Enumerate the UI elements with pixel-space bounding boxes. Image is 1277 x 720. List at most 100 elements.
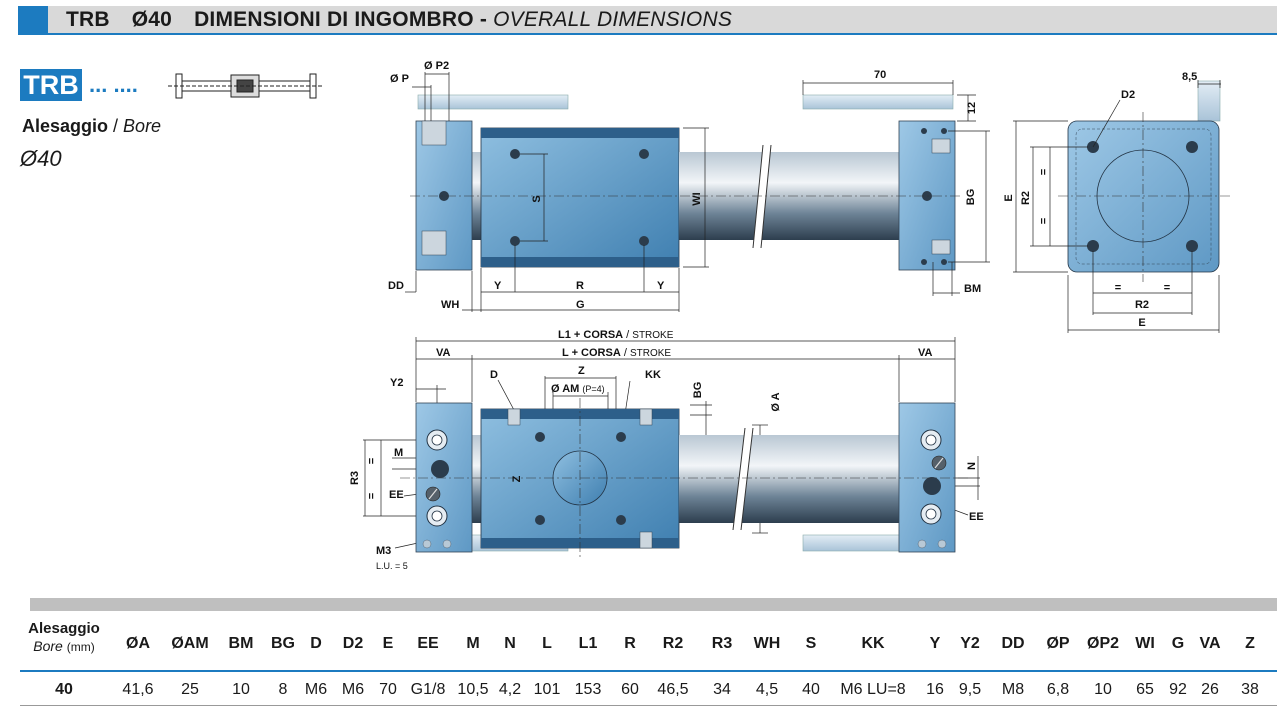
bore-label: Alesaggio / Bore [22,116,161,137]
table-header-cell: ØAM [171,635,209,652]
label-op2: Ø P2 [424,60,449,72]
table-cell: 6,8 [1046,681,1070,698]
label-e-vertical: E [1003,194,1015,201]
table-header-cell: ØA [126,635,150,652]
label-r2-vertical: R2 [1020,191,1032,205]
label-z-top: Z [578,365,585,377]
table-header-cell: WH [753,635,781,652]
label-eq-lower: = [1038,218,1050,224]
label-wi: WI [691,192,703,205]
table-header-cell: ØP2 [1086,635,1120,652]
table-header-cell: EE [417,635,439,652]
title-code: TRB [66,8,110,31]
label-lu: L.U. = 5 [376,561,408,571]
table-header-cell: M [466,635,480,652]
label-wh: WH [441,299,459,311]
table-header-bore-unit: (mm) [66,640,95,654]
title-bore: Ø40 [131,8,173,31]
label-r: R [576,280,584,292]
title-accent-square [18,6,48,33]
label-bg: BG [965,189,977,206]
bore-label-italian: Alesaggio [22,116,109,136]
table-header-cell: BG [271,635,295,652]
table-header-cell: L1 [578,635,598,652]
label-op: Ø P [390,73,409,85]
table-header-cell: L [542,635,552,652]
label-y-left: Y [494,280,502,292]
table-cell: 10 [1094,681,1112,698]
bore-label-separator: / [108,116,124,136]
table-header-cell: Z [1245,635,1255,652]
table-header-cell: N [504,635,516,652]
table-cell: 46,5 [657,681,689,698]
product-code-badge: TRB [20,69,82,101]
table-header-cell: KK [861,635,885,652]
top-view-bottom: L1 + CORSA / STROKE L + CORSA / STROKE V… [349,329,984,571]
label-eq-r3-lower: = [366,493,378,499]
bore-label-english: Bore [123,116,162,136]
label-12: 12 [966,102,978,114]
table-cell: 9,5 [958,681,982,698]
label-r2: R2 [1135,299,1149,311]
table-header-cell: VA [1199,635,1221,652]
label-eq-upper: = [1038,169,1050,175]
table-cell: 60 [621,681,639,698]
table-header-cell: E [382,635,394,652]
table-cell: 10,5 [457,681,489,698]
table-header-cell: R [624,635,636,652]
label-d: D [490,369,498,381]
table-cell: 40 [802,681,820,698]
end-view: D2 E R2 = = = = R2 E 8,5 [1003,71,1230,333]
label-s: S [531,195,543,202]
table-cell: 101 [533,681,561,698]
table-cell: 153 [574,681,602,698]
table-cell: 38 [1241,681,1259,698]
label-eq-r3-upper: = [366,458,378,464]
table-bottom-divider [20,705,1277,706]
label-e: E [1138,317,1145,329]
label-kk: KK [645,369,661,381]
title-italian: DIMENSIONI DI INGOMBRO - [194,8,488,31]
table-cell: M6 LU=8 [840,681,906,698]
table-cell: M8 [1001,681,1025,698]
label-ee-left: EE [389,489,404,501]
table-cell: 70 [379,681,397,698]
table-cell-bore: 40 [55,681,73,698]
label-y-right: Y [657,280,665,292]
table-header-cell: WI [1135,635,1155,652]
title-band: TRB Ø40 DIMENSIONI DI INGOMBRO - OVERALL D… [18,6,1277,35]
label-r3: R3 [349,471,361,485]
table-header-divider [20,670,1277,672]
title-english: OVERALL DIMENSIONS [493,8,733,31]
table-header-cell: BM [228,635,254,652]
table-cell: 8 [278,681,288,698]
bore-value: Ø40 [20,146,62,171]
technical-drawing: Ø P Ø P2 DD WH Y R Y G S WI 70 12 BG BM [168,60,1230,571]
table-cell: 41,6 [122,681,154,698]
table-top-band [30,598,1277,611]
label-l1: L1 + CORSA / STROKE [558,329,674,341]
table-cell: 26 [1201,681,1219,698]
label-bg-bottom: BG [692,382,704,399]
label-70: 70 [874,69,886,81]
label-l: L + CORSA / STROKE [562,347,671,359]
table-header-cell: D [310,635,322,652]
table-cell: 34 [713,681,731,698]
label-m: M [394,447,403,459]
table-header-cell: ØP [1046,635,1070,652]
label-eq-right: = [1164,282,1170,294]
table-cell: 10 [232,681,250,698]
table-header-bore-english: Bore [33,638,63,654]
table-cell: 65 [1136,681,1154,698]
label-eq-left: = [1115,282,1121,294]
table-header-cell: Y [929,635,941,652]
label-dd: DD [388,280,404,292]
page-title: TRB Ø40 DIMENSIONI DI INGOMBRO - OVERALL D… [66,8,732,32]
table-header-bore: Alesaggio Bore (mm) [28,620,100,654]
label-va-right: VA [918,347,933,359]
table-header-cell: R3 [711,635,733,652]
label-n: N [966,462,978,470]
table-header-bore-italian: Alesaggio [28,620,100,637]
cylinder-thumbnail-icon [168,73,322,99]
table-header-cell: D2 [342,635,364,652]
